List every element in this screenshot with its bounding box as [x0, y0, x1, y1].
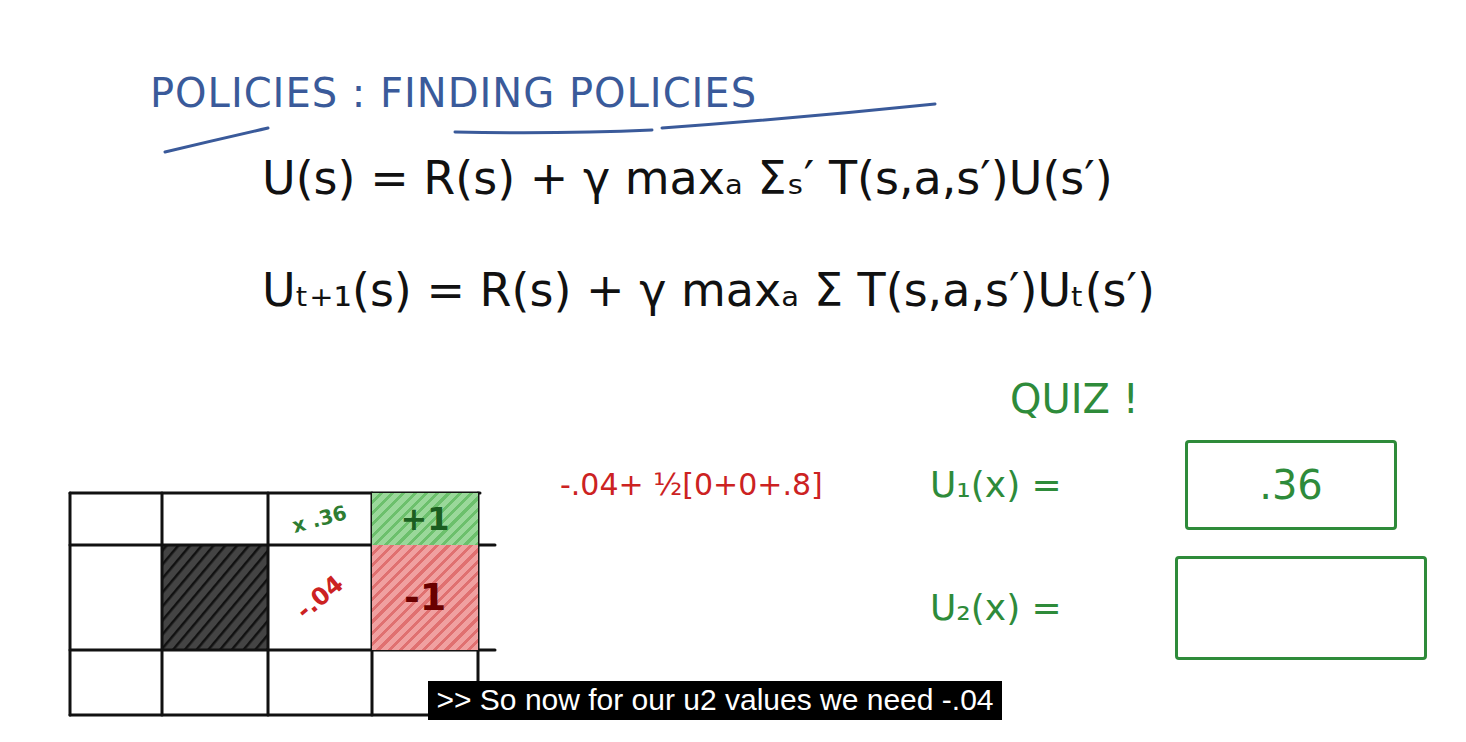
bellman-equation: U(s) = R(s) + γ maxₐ Σₛ′ T(s,a,s′)U(s′) [262, 152, 1113, 205]
cell-value: -1 [404, 576, 446, 620]
answer-box: U₂(x) = [930, 556, 1427, 660]
answer-box: U₁(x) = .36 [930, 440, 1397, 530]
answer-value: .36 [1259, 462, 1323, 508]
board-title: POLICIES : FINDING POLICIES [150, 70, 757, 116]
answer-heading: U₁(x) = [930, 464, 1062, 505]
grid-cell: x .36 [268, 493, 372, 545]
cell-value: x .36 [290, 501, 349, 538]
cell-value: +1 [400, 501, 449, 538]
worked-calculation: -.04+ ½[0+0+.8] [560, 468, 823, 503]
quiz-heading: QUIZ ! [1010, 376, 1139, 422]
answer-heading: U₂(x) = [930, 587, 1062, 628]
answer-field [1175, 556, 1427, 660]
subtitle-caption: >> So now for our u2 values we need -.04 [428, 681, 1001, 720]
wall-cell [162, 545, 268, 650]
title-underline [455, 130, 652, 133]
cell-value: -.04 [291, 570, 349, 625]
value-iteration-equation: Uₜ₊₁(s) = R(s) + γ maxₐ Σ T(s,a,s′)Uₜ(s′… [262, 264, 1155, 317]
title-underline [165, 128, 268, 152]
pit-cell: -1 [372, 545, 478, 650]
grid-cell: -.04 [268, 545, 372, 650]
goal-cell: +1 [372, 493, 478, 545]
answer-field: .36 [1185, 440, 1397, 530]
